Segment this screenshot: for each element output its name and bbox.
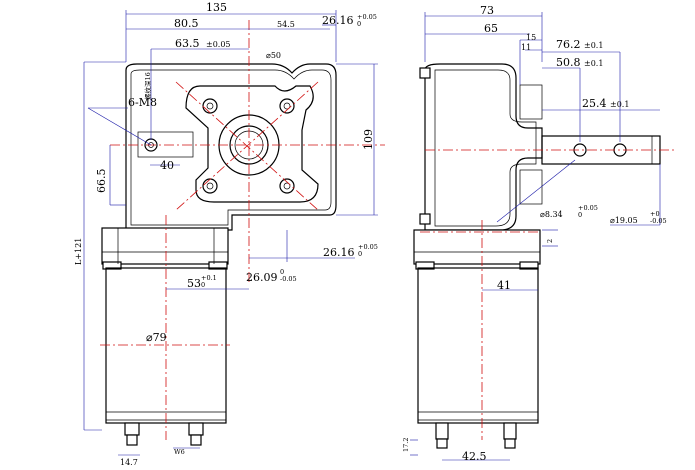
dim-42-5: 42.5	[462, 450, 487, 463]
side-terminal-left	[435, 422, 449, 440]
dim-54-5: 54.5	[277, 20, 295, 29]
dim-63-5: 63.5	[175, 37, 200, 50]
dim-41: 41	[497, 279, 511, 292]
tol-53-zero: 0	[201, 281, 205, 289]
tol-top-plus: +0.05	[357, 13, 377, 21]
tol-53-plus: +0.1	[201, 274, 217, 282]
conn-w6: W6	[174, 448, 185, 456]
terminal-right	[188, 422, 204, 436]
tol-19-05-zero: +0	[650, 210, 660, 218]
dim-2: 2	[546, 239, 554, 243]
dim-135: 135	[206, 1, 227, 14]
side-gearbox-body	[424, 63, 543, 231]
dim-11: 11	[521, 43, 531, 52]
tol-19-05-minus: -0.05	[650, 217, 667, 225]
tol-63-5: ±0.05	[206, 40, 231, 49]
side-view: 73 65 15 11 76.2 ±0.1 50.8 ±0.1 25.4 ±0.…	[402, 4, 675, 463]
tol-bottom-zero: 0	[358, 250, 362, 258]
overall-length: L+121	[74, 238, 83, 265]
side-motor-flange	[413, 229, 541, 265]
tol-25-4: ±0.1	[610, 100, 629, 109]
hole-label: 6-M8	[128, 96, 157, 109]
tol-50-8: ±0.1	[584, 59, 603, 68]
tol-26-09-minus: -0.05	[280, 275, 297, 283]
dim-26-16-bottom: 26.16	[323, 246, 355, 259]
dim-65: 65	[484, 22, 498, 35]
motor-dia: ⌀79	[146, 331, 167, 344]
dim-109: 109	[362, 129, 375, 150]
dim-53: 53	[187, 277, 201, 290]
tol-8-34-plus: +0.05	[578, 204, 598, 212]
hole-depth: 螺纹深16	[143, 72, 152, 100]
tol-26-09-zero: 0	[280, 268, 284, 276]
terminal-left	[124, 422, 140, 436]
mount-hole	[202, 98, 218, 114]
dim-15: 15	[526, 33, 536, 42]
dim-19-05: ⌀19.05	[610, 216, 638, 225]
tol-top-zero: 0	[357, 20, 361, 28]
dim-66-5: 66.5	[95, 169, 108, 194]
dim-80-5: 80.5	[174, 17, 199, 30]
mount-hole	[202, 178, 218, 194]
dim-76-2: 76.2	[556, 38, 581, 51]
mount-hole	[279, 98, 295, 114]
tol-bottom-plus: +0.05	[358, 243, 378, 251]
dim-25-4: 25.4	[582, 97, 607, 110]
gearbox-housing	[125, 63, 337, 231]
dim-8-34: ⌀8.34	[540, 210, 563, 219]
tol-76-2: ±0.1	[584, 41, 603, 50]
front-view: 135 80.5 54.5 26.16 +0.05 0 63.5 ±0.05 ⌀…	[74, 1, 385, 467]
dim-50-8: 50.8	[556, 56, 581, 69]
dia-50: ⌀50	[266, 51, 281, 60]
side-motor-body	[417, 267, 539, 424]
tol-8-34-zero: 0	[578, 211, 582, 219]
dim-26-09: 26.09	[246, 271, 278, 284]
dim-73: 73	[480, 4, 494, 17]
dim-14-7: 14.7	[120, 458, 138, 467]
dim-40: 40	[160, 159, 174, 172]
mount-hole	[279, 178, 295, 194]
motor-flange	[101, 227, 229, 265]
dim-17-2: 17.2	[402, 438, 410, 452]
side-terminal-right	[503, 422, 517, 440]
dim-26-16-top: 26.16	[322, 14, 354, 27]
flange-plate	[185, 85, 319, 203]
